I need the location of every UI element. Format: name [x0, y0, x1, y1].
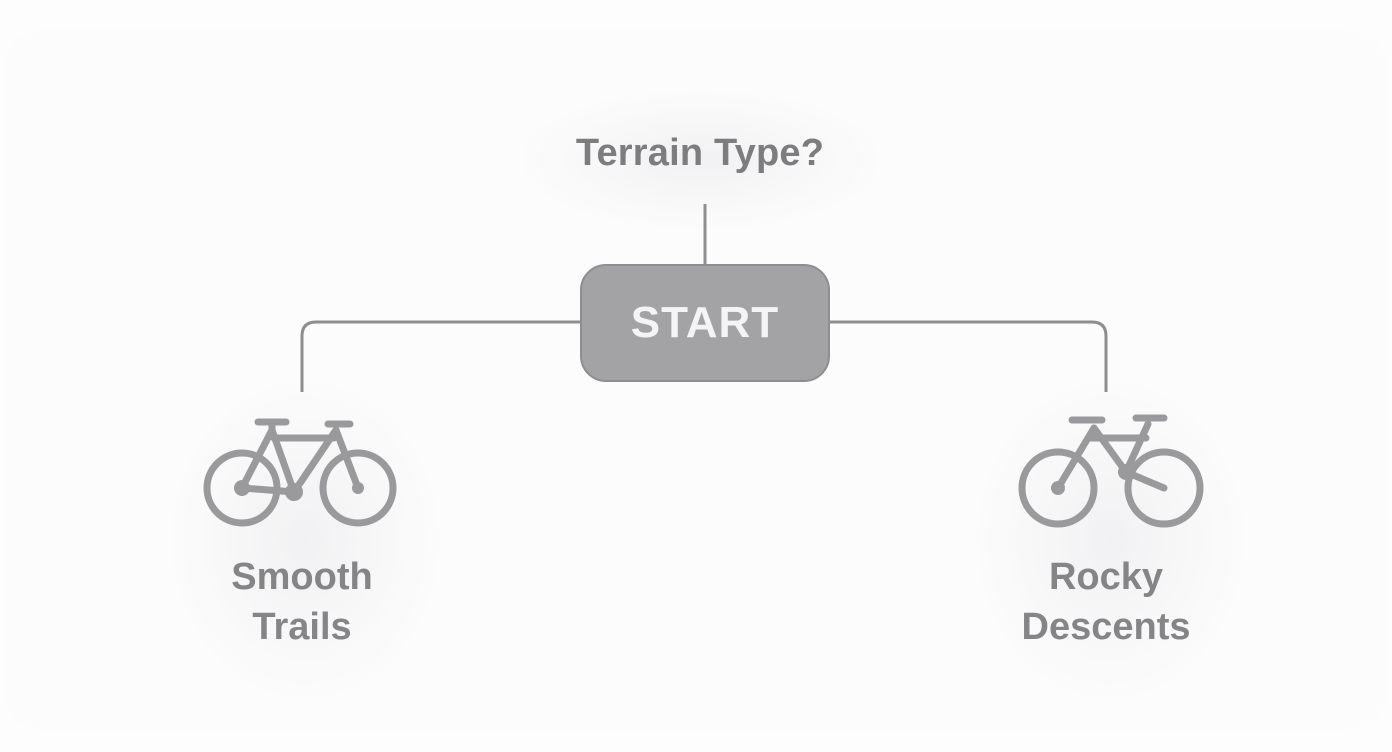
- left-connector: [300, 320, 580, 392]
- branch-label-line: Trails: [252, 606, 352, 648]
- branch-label-line: Rocky: [1048, 556, 1164, 598]
- question-glow: [520, 90, 880, 230]
- left-branch-glow: [170, 380, 440, 700]
- right-branch-glow: [975, 380, 1245, 700]
- question-label: Terrain Type?: [575, 132, 825, 174]
- branch-label-rocky-descents: Rocky Descents: [976, 552, 1236, 652]
- branch-label-smooth-trails: Smooth Trails: [182, 552, 422, 652]
- bicycle-icon: [203, 418, 397, 527]
- branch-label-line: Descents: [1021, 606, 1191, 648]
- right-connector: [830, 320, 1108, 392]
- start-node: START: [580, 264, 830, 382]
- bicycle-icon: [1018, 414, 1204, 528]
- start-label: START: [630, 298, 780, 347]
- branch-label-line: Smooth: [231, 556, 373, 598]
